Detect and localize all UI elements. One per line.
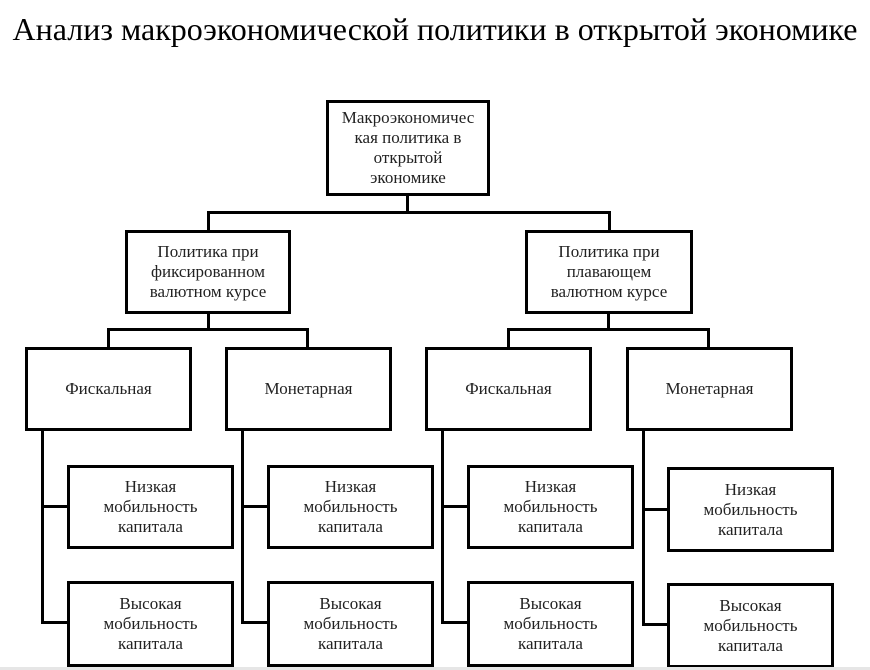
root-line: открытой	[373, 148, 443, 167]
leaf-low-mobility: Низкая мобильность капитала	[667, 467, 834, 552]
connector	[608, 211, 611, 231]
leaf-line: капитала	[718, 519, 783, 539]
leaf-line: мобильность	[103, 497, 198, 516]
branch-line: плавающем	[566, 262, 652, 281]
leaf-line: капитала	[318, 517, 383, 536]
leaf-line: мобильность	[103, 614, 198, 633]
leaf-line: Высокая	[719, 595, 782, 615]
node-label: Фискальная	[65, 379, 152, 398]
leaf-low-mobility: Низкая мобильность капитала	[67, 465, 234, 549]
leaf-high-mobility: Высокая мобильность капитала	[667, 583, 834, 668]
leaf-low-mobility: Низкая мобильность капитала	[467, 465, 634, 549]
branch-line: Политика при	[157, 242, 259, 261]
leaf-line: капитала	[518, 517, 583, 536]
leaf-line: мобильность	[703, 615, 798, 635]
node-label: Монетарная	[264, 379, 353, 398]
connector	[642, 508, 669, 511]
leaf-line: капитала	[118, 634, 183, 653]
monetary-fixed-node: Монетарная	[225, 347, 392, 431]
connector	[207, 211, 611, 214]
leaf-line: Высокая	[519, 594, 582, 613]
leaf-line: капитала	[118, 517, 183, 536]
leaf-line: Высокая	[319, 594, 382, 613]
leaf-line: Низкая	[324, 477, 377, 496]
diagram-title: Анализ макроэкономической политики в отк…	[12, 11, 858, 47]
connector	[507, 328, 710, 331]
connector	[406, 196, 409, 214]
leaf-line: Высокая	[119, 594, 182, 613]
slide-bottom-edge	[0, 667, 870, 670]
branch-line: валютном курсе	[149, 282, 267, 301]
connector	[441, 621, 468, 624]
leaf-low-mobility: Низкая мобильность капитала	[267, 465, 434, 549]
branch-line: Политика при	[558, 242, 660, 261]
connector	[241, 621, 268, 624]
leaf-line: капитала	[518, 634, 583, 653]
branch-line: валютном курсе	[550, 282, 668, 301]
root-line: Макроэкономичес	[341, 108, 475, 127]
node-label: Фискальная	[465, 379, 552, 398]
connector	[107, 328, 309, 331]
connector	[207, 313, 210, 331]
leaf-line: Низкая	[524, 477, 577, 496]
connector	[642, 430, 645, 625]
leaf-high-mobility: Высокая мобильность капитала	[467, 581, 634, 667]
connector	[441, 505, 468, 508]
connector	[707, 328, 710, 348]
connector	[306, 328, 309, 348]
root-line: экономике	[370, 168, 446, 187]
leaf-line: мобильность	[303, 497, 398, 516]
leaf-high-mobility: Высокая мобильность капитала	[267, 581, 434, 667]
connector	[107, 328, 110, 348]
leaf-line: Низкая	[724, 479, 777, 499]
leaf-line: мобильность	[503, 497, 598, 516]
connector	[41, 621, 68, 624]
leaf-line: капитала	[718, 635, 783, 655]
node-label: Монетарная	[665, 379, 754, 398]
fiscal-floating-node: Фискальная	[425, 347, 592, 431]
leaf-line: Низкая	[124, 477, 177, 496]
connector	[241, 505, 268, 508]
leaf-line: капитала	[318, 634, 383, 653]
monetary-floating-node: Монетарная	[626, 347, 793, 431]
leaf-line: мобильность	[503, 614, 598, 633]
connector	[241, 430, 244, 623]
fiscal-fixed-node: Фискальная	[25, 347, 192, 431]
root-node: Макроэкономичес кая политика в открытой …	[326, 100, 490, 196]
connector	[41, 430, 44, 623]
connector	[607, 313, 610, 331]
leaf-high-mobility: Высокая мобильность капитала	[67, 581, 234, 667]
branch-line: фиксированном	[150, 262, 266, 281]
connector	[507, 328, 510, 348]
branch-floating-rate: Политика при плавающем валютном курсе	[525, 230, 693, 314]
root-line: кая политика в	[354, 128, 462, 147]
branch-fixed-rate: Политика при фиксированном валютном курс…	[125, 230, 291, 314]
connector	[441, 430, 444, 623]
connector	[207, 211, 210, 231]
connector	[642, 623, 669, 626]
connector	[41, 505, 68, 508]
leaf-line: мобильность	[303, 614, 398, 633]
leaf-line: мобильность	[703, 499, 798, 519]
